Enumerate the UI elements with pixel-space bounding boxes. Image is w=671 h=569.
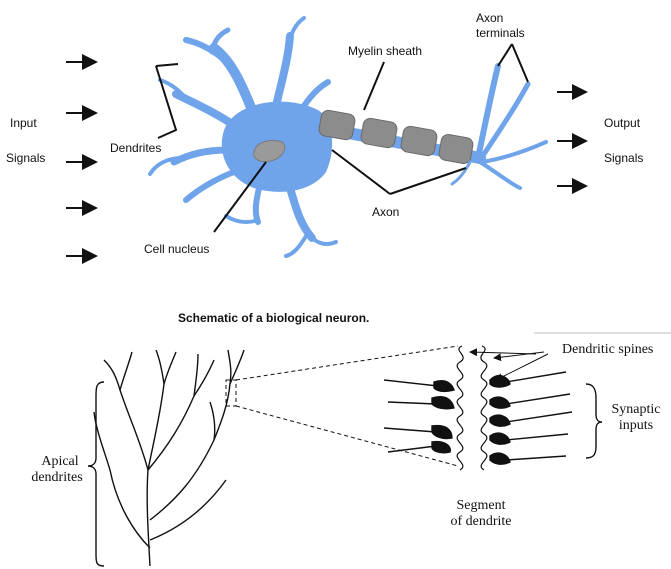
figure-caption: Schematic of a biological neuron. xyxy=(178,311,369,325)
synaptic-inputs-right xyxy=(490,372,572,464)
label-synaptic-line2: inputs xyxy=(604,418,668,434)
apical-brace xyxy=(88,382,104,566)
label-dendrites: Dendrites xyxy=(110,141,161,155)
label-input: Input xyxy=(10,116,37,130)
label-signals-right: Signals xyxy=(604,151,643,165)
label-segment-line1: Segment xyxy=(444,498,518,514)
synaptic-inputs-left xyxy=(384,380,454,453)
output-arrows xyxy=(557,92,586,186)
apical-dendrite-tree xyxy=(94,350,244,566)
label-cell-nucleus: Cell nucleus xyxy=(144,242,209,256)
label-output: Output xyxy=(604,116,640,130)
label-signals-left: Signals xyxy=(6,151,45,165)
label-axon: Axon xyxy=(372,205,399,219)
label-myelin-sheath: Myelin sheath xyxy=(348,44,422,58)
label-segment-line2: of dendrite xyxy=(436,514,526,530)
label-axon-terminals-line2: terminals xyxy=(476,26,525,40)
synaptic-brace xyxy=(586,384,602,458)
input-arrows xyxy=(66,62,96,256)
label-apical-line1: Apical xyxy=(30,454,90,470)
label-synaptic-line1: Synaptic xyxy=(604,402,668,418)
dendrite-segment xyxy=(457,346,487,470)
label-apical-line2: dendrites xyxy=(24,470,90,486)
label-dendritic-spines: Dendritic spines xyxy=(562,342,653,358)
axon-terminals-branches xyxy=(452,66,546,188)
label-axon-terminals-line1: Axon xyxy=(476,11,503,25)
